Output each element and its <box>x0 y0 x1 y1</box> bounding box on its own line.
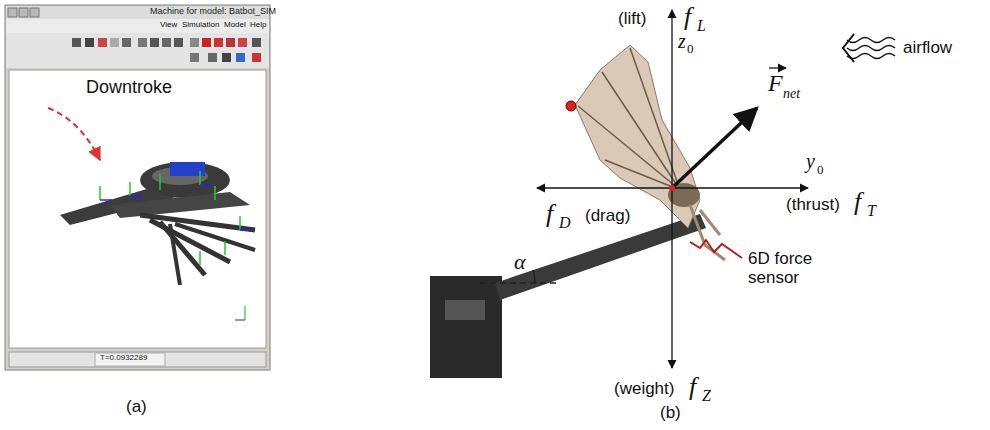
force-symbol: f <box>546 200 553 229</box>
force-subscript: net <box>783 86 800 101</box>
axis-subscript: 0 <box>687 42 694 56</box>
angle-symbol: α <box>514 250 526 274</box>
menu-item: Help <box>250 21 266 30</box>
force-name: (lift) <box>618 10 646 29</box>
menu-item: Model <box>224 21 246 30</box>
force-subscript: L <box>697 17 706 35</box>
force-subscript: Z <box>702 387 711 405</box>
force-name: (weight) <box>614 380 674 399</box>
menu-item: Simulation <box>182 21 219 30</box>
panel-label: (a) <box>126 398 147 417</box>
axes <box>537 10 808 368</box>
sensor-label: 6D force sensor <box>748 250 828 287</box>
force-subscript: D <box>559 214 571 232</box>
axis-name: z <box>677 30 687 52</box>
force-symbol: F <box>768 70 783 96</box>
sim-window <box>5 5 270 370</box>
force-subscript: T <box>867 202 876 220</box>
flow-label: airflow <box>903 39 952 58</box>
menu-item: View <box>160 21 177 30</box>
force-symbol: f <box>854 188 861 217</box>
bat-photo <box>430 45 742 378</box>
axis-subscript: 0 <box>817 163 824 177</box>
window-title: Machine for model: Batbot_SIM <box>150 7 276 17</box>
panel-label: (b) <box>660 404 681 423</box>
robot-model <box>60 162 255 320</box>
axis-name: y <box>806 150 815 172</box>
force-name: (drag) <box>585 207 630 226</box>
force-symbol: f <box>689 373 696 402</box>
airflow-symbol <box>843 34 895 62</box>
force-symbol: f <box>684 3 691 32</box>
status-text: T=0.0932289 <box>100 354 147 363</box>
motion-label: Downtroke <box>86 78 172 98</box>
force-name: (thrust) <box>786 196 840 215</box>
